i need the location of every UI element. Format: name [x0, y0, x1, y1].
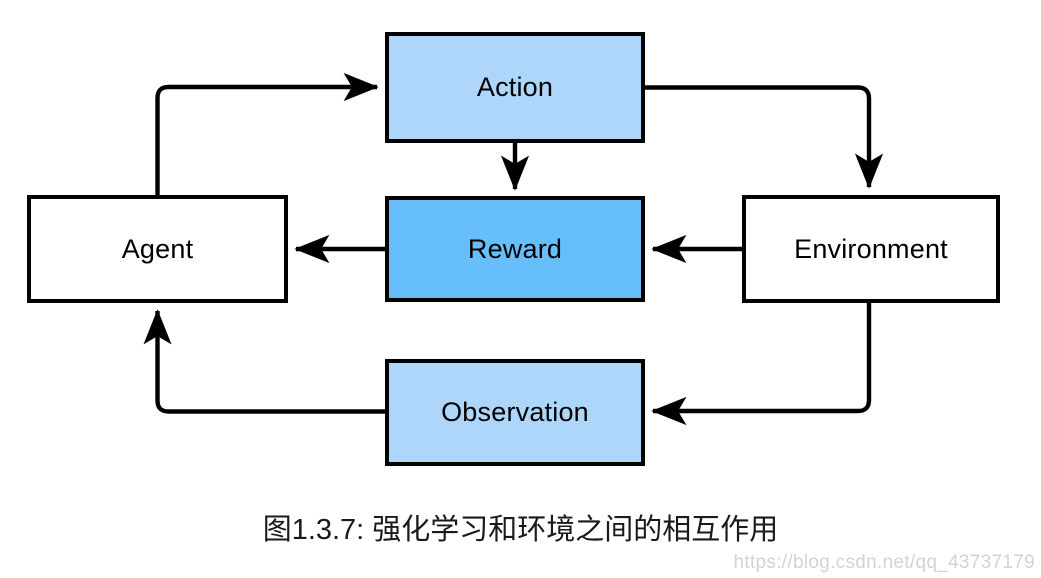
node-observation-label: Observation — [441, 397, 589, 427]
edge-observation-to-agent — [143, 309, 385, 414]
node-observation[interactable]: Observation — [385, 359, 645, 466]
node-reward-label: Reward — [467, 233, 563, 264]
edge-agent-to-action — [155, 72, 379, 195]
watermark: https://blog.csdn.net/qq_43737179 — [734, 552, 1035, 574]
watermark-text: https://blog.csdn.net/qq_43737179 — [733, 552, 1035, 573]
figure-caption: 图1.3.7: 强化学习和环境之间的相互作用 — [0, 512, 1041, 548]
figure-caption-text: 图1.3.7: 强化学习和环境之间的相互作用 — [262, 514, 779, 546]
edge-environment-to-observation — [651, 303, 872, 426]
node-action-label: Action — [476, 72, 554, 102]
node-agent-label: Agent — [121, 233, 194, 264]
edge-action-to-environment — [645, 85, 884, 189]
node-agent[interactable]: Agent — [27, 195, 288, 303]
node-environment[interactable]: Environment — [742, 195, 1000, 303]
node-reward[interactable]: Reward — [385, 196, 645, 302]
node-action[interactable]: Action — [385, 32, 645, 143]
node-environment-label: Environment — [794, 233, 948, 264]
